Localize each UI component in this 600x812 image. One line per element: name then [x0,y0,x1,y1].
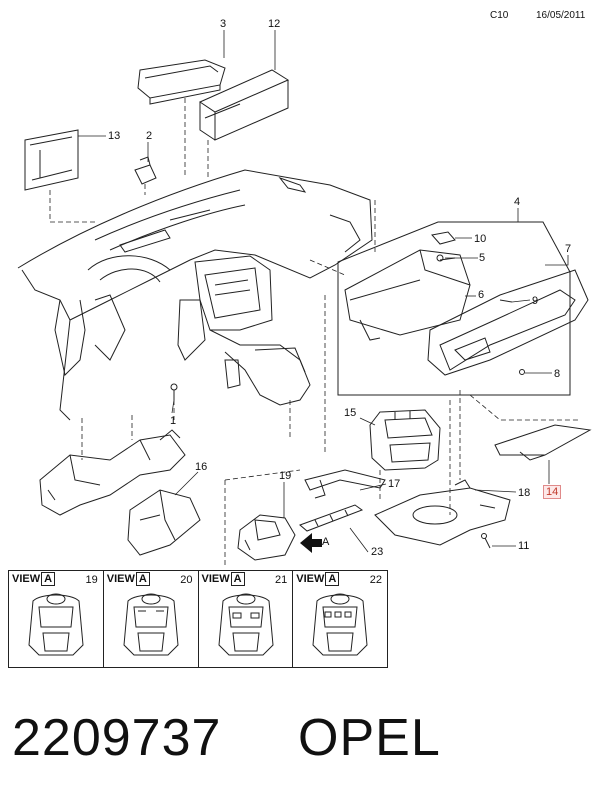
callout-3: 3 [220,18,227,30]
view-number: 22 [369,574,382,586]
view-marker: A [135,572,150,586]
callout-17: 17 [388,478,401,490]
leader-lines [78,30,569,553]
part-14-panel [494,424,592,461]
view-illustration [217,593,274,656]
callout-12: 12 [268,18,281,30]
part-9-pin [499,299,513,303]
view-number: 20 [180,574,193,586]
view-label: VIEW [296,573,325,585]
callout-14: 14 [543,485,562,499]
view-label: VIEW [106,573,135,585]
callout-11: 11 [518,540,530,552]
callout-7: 7 [565,243,572,255]
part-11-screw [481,533,491,549]
callout-8: 8 [554,368,561,380]
exploded-parts-diagram [17,30,592,565]
view-marker: A [230,572,245,586]
part-12-block [198,69,290,141]
glovebox-door-frame [427,269,589,376]
diagram-date: 16/05/2011 [536,10,586,21]
view-marker: A [41,572,56,586]
part-8-pin [519,369,525,375]
glovebox-door [439,289,576,371]
view-illustration [28,593,84,656]
part-10-latch [431,231,456,245]
part-2-clip [134,156,157,185]
callout-16: 16 [195,461,208,473]
view-label: VIEW [201,573,230,585]
view-a-arrow [300,533,322,553]
dashboard-body [17,169,373,421]
callout-15: 15 [344,407,357,419]
part-1-screw [170,383,178,400]
callout-6: 6 [478,289,485,301]
diagram-code: C10 [490,10,509,21]
callout-2: 2 [146,130,153,142]
view-number: 21 [275,574,288,586]
callout-19: 19 [279,470,292,482]
view-marker: A [325,572,340,586]
part-16-bracket [127,489,201,556]
callout-a: A [322,536,330,548]
part-17-trim [304,469,386,499]
callout-4: 4 [514,196,521,208]
part-number: 2209737 [12,709,222,767]
lower-bracket-assembly [39,429,186,516]
part-15-bezel [369,409,441,471]
callout-13: 13 [108,130,121,142]
part-5-clip [436,254,444,262]
glovebox-housing [344,249,471,341]
brand-name: OPEL [298,709,441,767]
callout-9: 9 [532,295,539,307]
callout-5: 5 [479,252,486,264]
part-3-tray [137,59,226,105]
part-13-panel [24,129,79,191]
base-plate-assembly [374,479,511,546]
view-number: 19 [85,574,98,586]
view-illustration [312,593,368,656]
callout-1: 1 [170,415,177,427]
callout-18: 18 [518,487,531,499]
view-illustration [123,593,179,656]
locator-lines [49,98,580,565]
view-label: VIEW [12,573,41,585]
part-4-glovebox-frame [337,221,571,396]
part-19-switch-module [237,514,296,561]
callout-23: 23 [371,546,384,558]
callout-10: 10 [474,233,487,245]
part-23-strip [299,504,364,532]
